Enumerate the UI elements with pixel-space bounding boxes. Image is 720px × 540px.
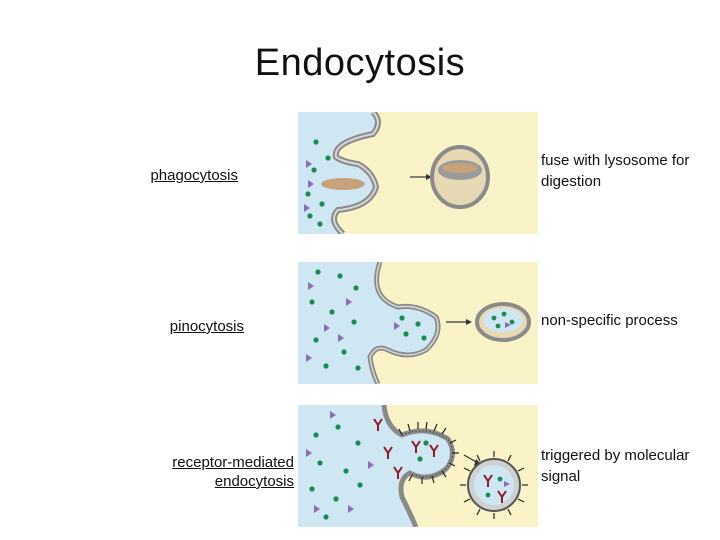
label-pinocytosis: pinocytosis <box>169 318 244 335</box>
label-receptor-mediated: receptor-mediated endocytosis <box>172 454 294 490</box>
page-title: Endocytosis <box>254 42 466 84</box>
pinocytosis-panel <box>298 262 538 384</box>
description-pinocytosis: non-specific process <box>541 312 678 329</box>
arrow-right-icon <box>410 174 432 180</box>
label-phagocytosis: phagocytosis <box>150 167 238 184</box>
phagocytosis-panel <box>298 112 538 234</box>
receptor-mediated-panel <box>298 405 538 527</box>
description-receptor-mediated: triggered by molecular signal <box>541 447 690 485</box>
arrow-right-icon <box>446 319 472 325</box>
description-phagocytosis: fuse with lysosome for digestion <box>541 152 690 190</box>
